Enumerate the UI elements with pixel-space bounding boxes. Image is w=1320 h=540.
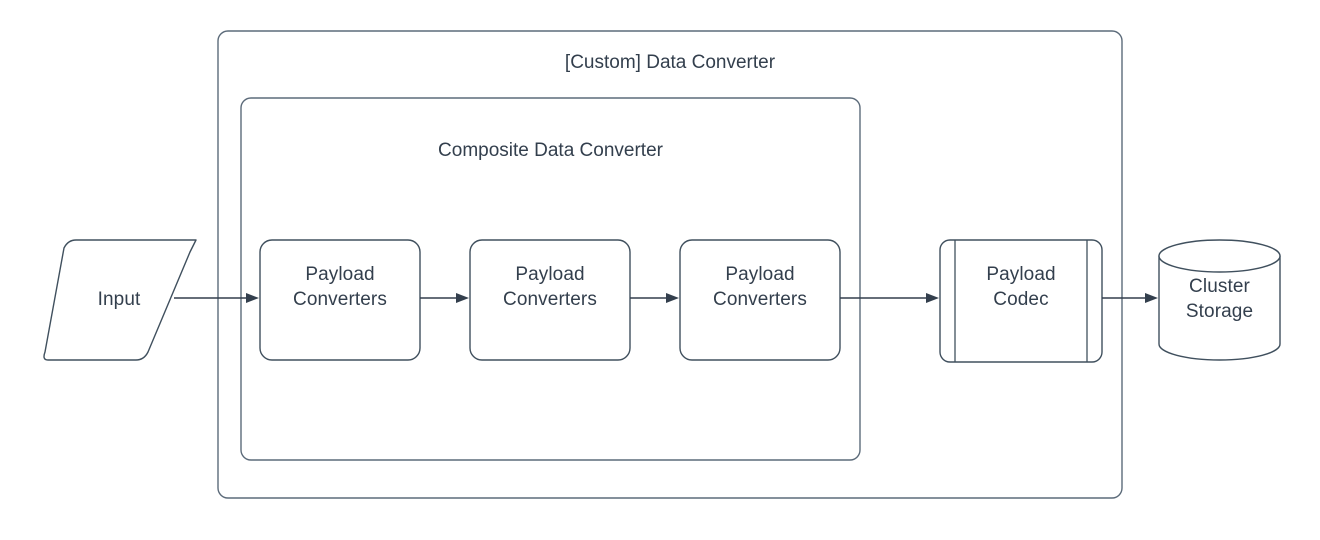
node-payload-converters-2-shape[interactable] bbox=[469, 239, 631, 361]
node-payload-codec-shape[interactable] bbox=[939, 239, 1103, 363]
container-custom-data-converter-outline[interactable] bbox=[217, 30, 1123, 499]
edge-input-to-pc1 bbox=[174, 293, 259, 303]
edge-pc2-to-pc3 bbox=[630, 293, 679, 303]
edge-pc1-to-pc2 bbox=[420, 293, 469, 303]
node-payload-converters-3-shape[interactable] bbox=[679, 239, 841, 361]
container-custom-data-converter-label: [Custom] Data Converter bbox=[564, 52, 776, 73]
node-input-shape[interactable] bbox=[43, 239, 197, 361]
edge-codec-to-storage bbox=[1102, 293, 1158, 303]
container-composite-data-converter-outline[interactable] bbox=[240, 97, 861, 461]
node-cluster-storage-top bbox=[1158, 239, 1281, 273]
edge-pc3-to-codec bbox=[840, 293, 939, 303]
node-cluster-storage-body[interactable] bbox=[1158, 255, 1281, 361]
node-payload-converters-1-shape[interactable] bbox=[259, 239, 421, 361]
container-composite-data-converter-label: Composite Data Converter bbox=[438, 140, 663, 161]
